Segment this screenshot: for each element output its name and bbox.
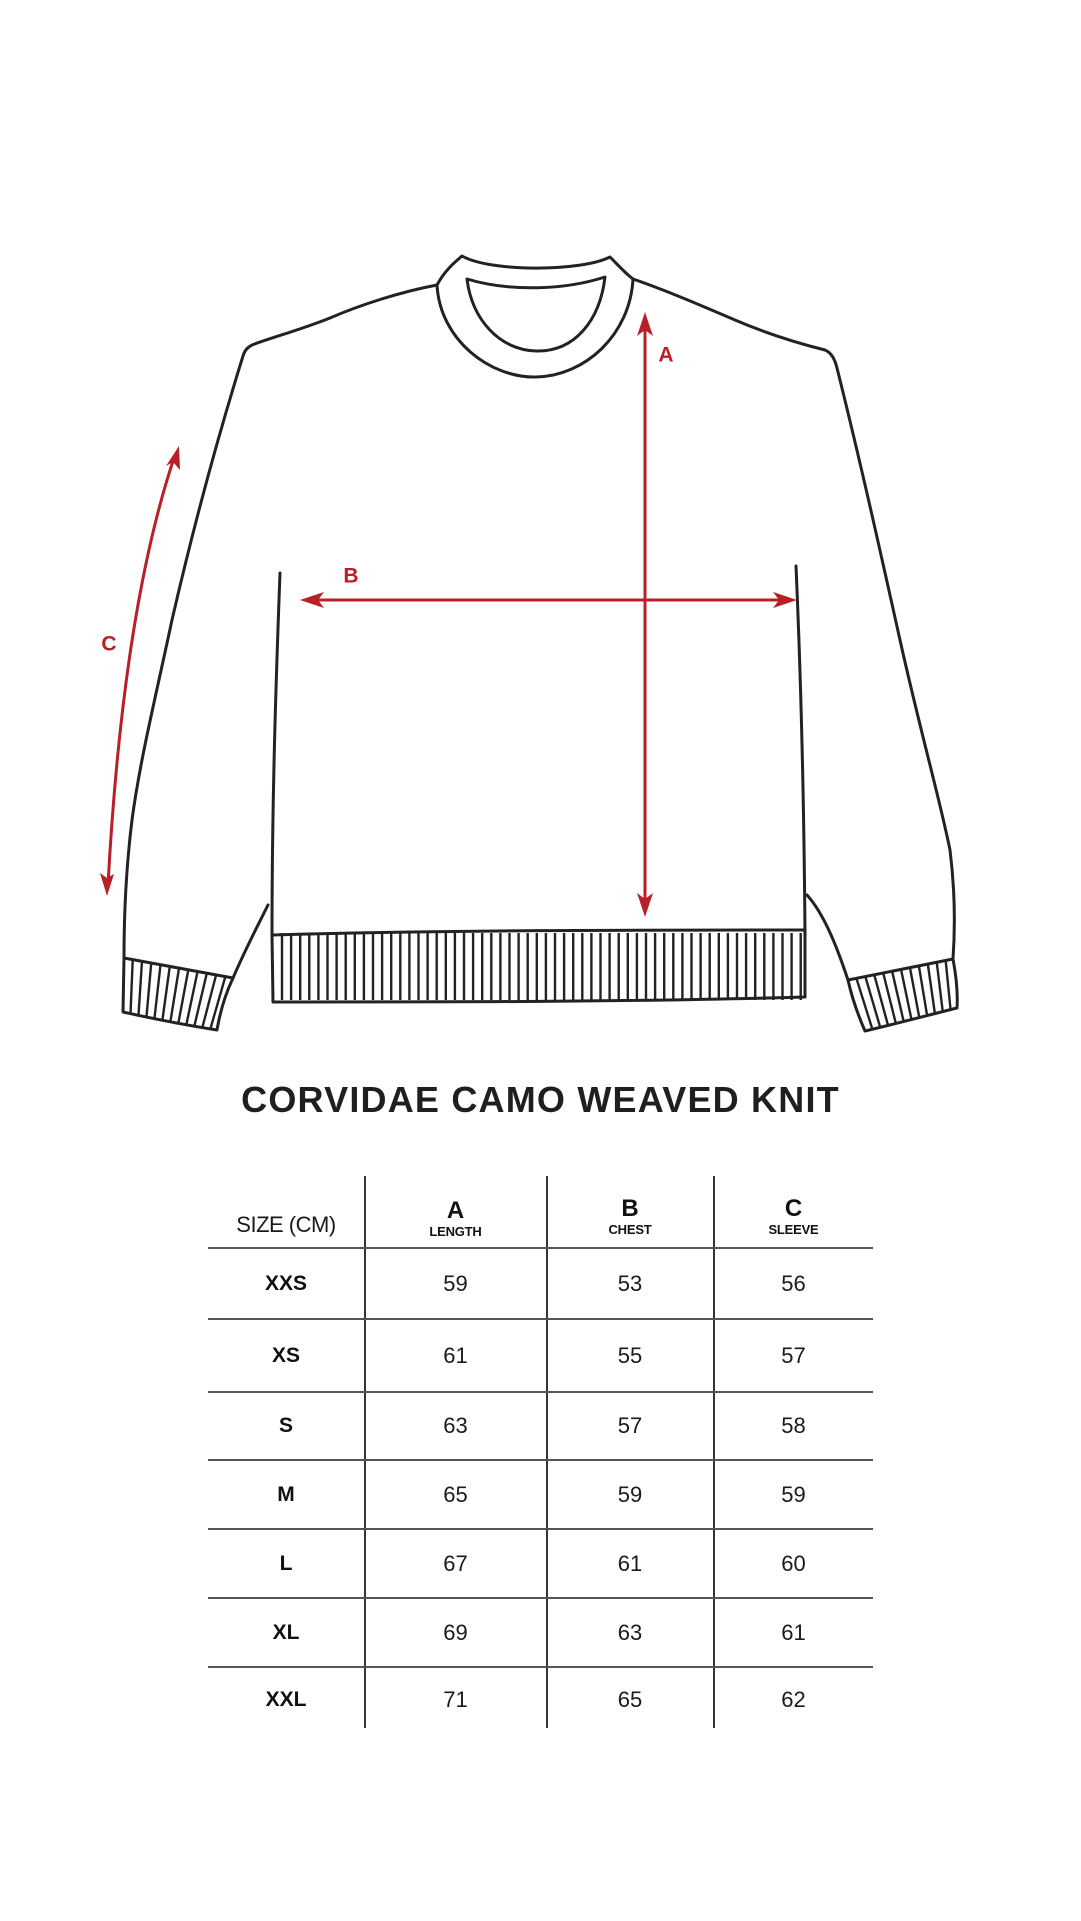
column-divider (364, 1176, 366, 1728)
size-cell: S (278, 1414, 293, 1437)
column-divider (546, 1176, 548, 1728)
length-cell: 63 (443, 1413, 468, 1438)
sweater-diagram: A B C (100, 254, 959, 1033)
chest-cell: 63 (617, 1619, 643, 1645)
row-divider (208, 1597, 873, 1599)
length-cell: 67 (443, 1550, 468, 1576)
length-cell: 69 (443, 1619, 468, 1645)
size-cell: L (279, 1551, 293, 1575)
header-column-b: B CHEST (547, 1186, 713, 1246)
row-divider (208, 1666, 873, 1668)
size-cell: XL (272, 1620, 300, 1644)
chest-cell: 59 (617, 1481, 643, 1507)
cuff-ribbing (129, 959, 952, 1030)
header-column-c: C SLEEVE (714, 1186, 873, 1246)
column-divider (713, 1176, 715, 1728)
product-title: CORVIDAE CAMO WEAVED KNIT (241, 1079, 840, 1120)
row-divider (208, 1247, 873, 1249)
dimension-label-b: B (343, 564, 359, 588)
length-cell: 65 (443, 1481, 468, 1507)
sweater-outline-icon (100, 254, 959, 1033)
sleeve-cell: 60 (781, 1550, 806, 1576)
hem-ribbing (280, 933, 802, 1000)
arrow-heads (100, 312, 797, 917)
row-divider (208, 1318, 873, 1320)
sleeve-cell: 61 (781, 1619, 806, 1645)
dimension-label-a: A (658, 343, 674, 367)
header-column-a: A LENGTH (365, 1188, 546, 1248)
chest-cell: 61 (617, 1550, 643, 1576)
row-divider (208, 1459, 873, 1461)
length-cell: 59 (443, 1270, 468, 1296)
dimension-label-c: C (101, 632, 117, 656)
sleeve-cell: 59 (781, 1481, 806, 1507)
dimension-arrows (106, 322, 786, 908)
sleeve-cell: 57 (781, 1342, 806, 1368)
length-cell: 61 (443, 1342, 468, 1368)
row-divider (208, 1528, 873, 1530)
header-name: CHEST (608, 1221, 652, 1237)
header-letter: A (446, 1196, 465, 1224)
chest-cell: 65 (617, 1686, 643, 1712)
size-cell: M (277, 1482, 295, 1506)
size-cell: XXS (264, 1271, 308, 1295)
sleeve-cell: 58 (781, 1413, 806, 1438)
header-letter: B (621, 1194, 639, 1222)
header-letter: C (784, 1194, 803, 1222)
sleeve-cell: 56 (781, 1270, 806, 1296)
chest-cell: 55 (617, 1342, 643, 1368)
chest-cell: 53 (617, 1270, 643, 1296)
header-name: LENGTH (429, 1223, 482, 1239)
length-cell: 71 (443, 1686, 468, 1712)
header-name: SLEEVE (768, 1221, 819, 1237)
header-size-cm: SIZE (CM) (236, 1212, 336, 1237)
sleeve-cell: 62 (781, 1686, 806, 1712)
row-divider (208, 1391, 873, 1393)
size-cell: XXL (265, 1687, 307, 1711)
size-cell: XS (271, 1343, 300, 1367)
chest-cell: 57 (617, 1413, 643, 1438)
